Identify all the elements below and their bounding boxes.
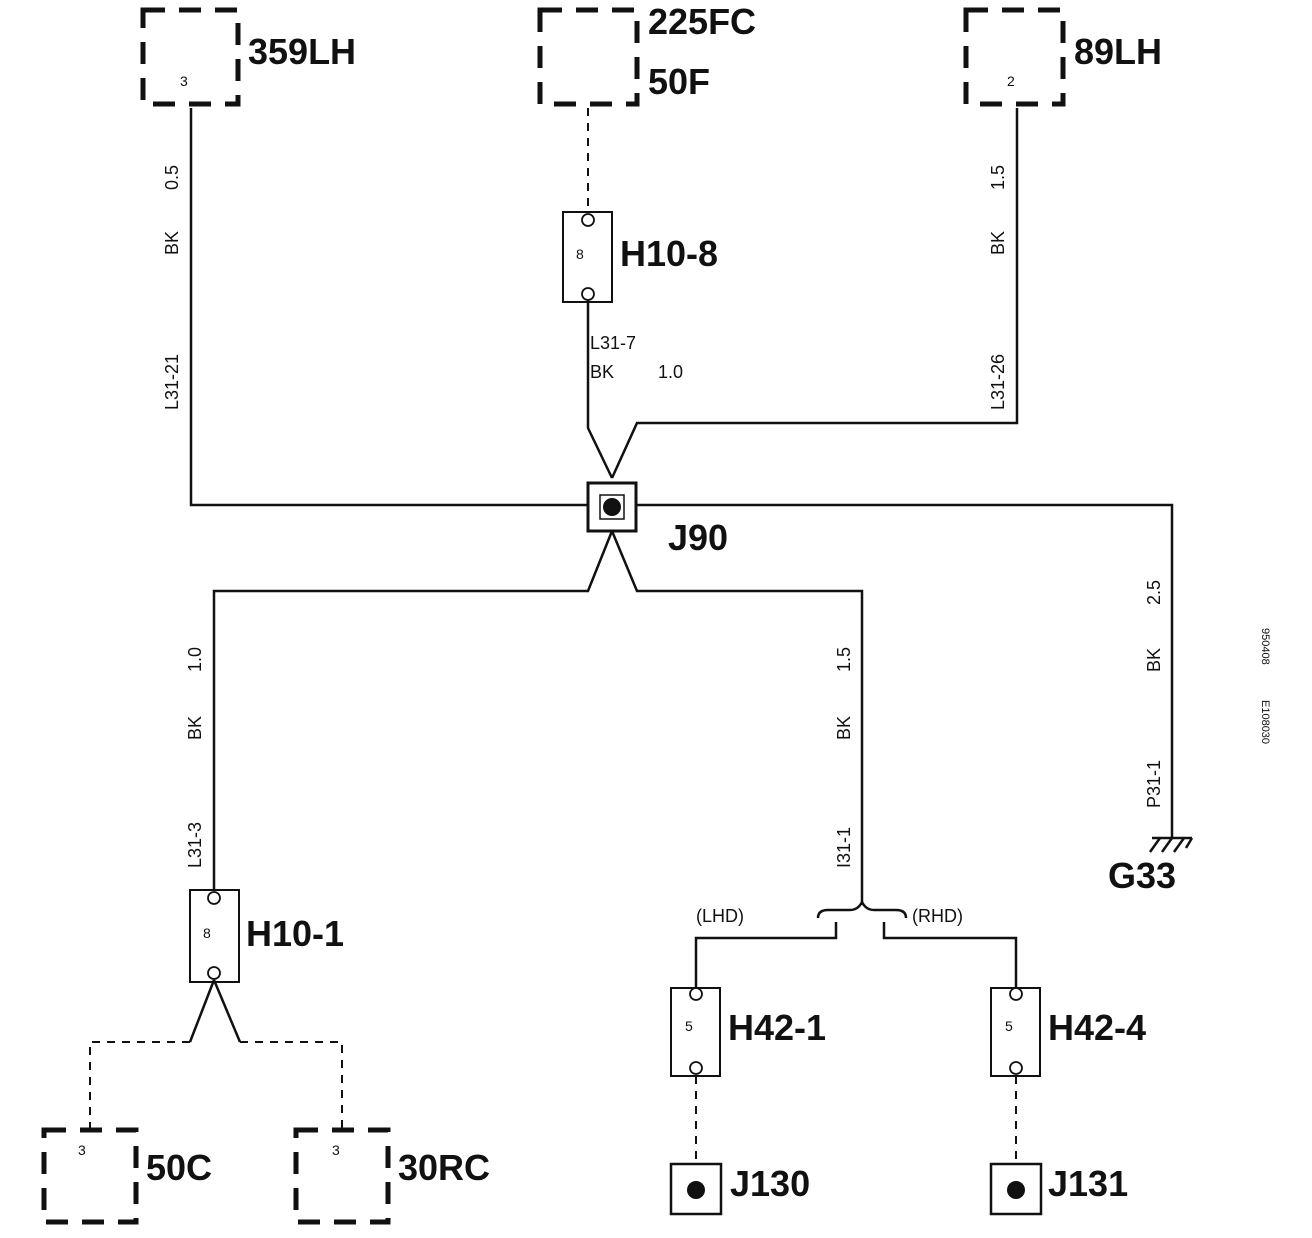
component-30rc-label: 30RC <box>398 1147 490 1188</box>
splice-j131[interactable]: J131 <box>989 1162 1128 1216</box>
wire-l31-7-size: 1.0 <box>658 362 683 382</box>
connector-h42-4[interactable]: 5 H42-4 <box>990 987 1146 1077</box>
wire-30rc-dashed <box>240 1041 343 1128</box>
splice-j131-label: J131 <box>1048 1163 1128 1204</box>
wire-p31-1-size: 2.5 <box>1144 580 1164 605</box>
wire-i31-1-size: 1.5 <box>834 647 854 672</box>
splice-j90-label: J90 <box>668 517 728 558</box>
wire-l31-21-size: 0.5 <box>162 165 182 190</box>
component-225fc-label: 225FC <box>648 1 756 42</box>
margin-code-1: 950408 <box>1259 628 1271 665</box>
wire-h10-1-fork-left <box>188 979 216 1043</box>
wire-l31-21-id: L31-21 <box>162 354 182 410</box>
component-359lh-label: 359LH <box>248 31 356 72</box>
component-359lh[interactable]: 3 359LH <box>140 7 356 107</box>
wire-l31-21 <box>189 108 590 507</box>
component-50c[interactable]: 3 50C <box>41 1127 212 1225</box>
wire-l31-26-size: 1.5 <box>988 165 1008 190</box>
splice-j130[interactable]: J130 <box>669 1162 810 1216</box>
wire-50c-dashed <box>89 1041 190 1128</box>
connector-h10-8-pin: 8 <box>576 246 584 262</box>
component-359lh-pin: 3 <box>180 73 188 89</box>
wire-p31-1 <box>636 503 1174 838</box>
wire-l31-7-color: BK <box>590 362 614 382</box>
wire-h10-1-fork-right <box>212 979 242 1043</box>
component-30rc-pin: 3 <box>332 1142 340 1158</box>
wire-l31-3-id: L31-3 <box>185 822 205 868</box>
option-brace <box>816 899 908 919</box>
connector-h42-1-label: H42-1 <box>728 1007 826 1048</box>
wire-l31-7 <box>586 300 614 479</box>
margin-code-2: E108030 <box>1259 700 1271 744</box>
splice-j130-label: J130 <box>730 1163 810 1204</box>
wire-l31-26-color: BK <box>988 231 1008 255</box>
option-lhd-label: (LHD) <box>696 906 744 926</box>
component-50c-label: 50C <box>146 1147 212 1188</box>
connector-h42-1-pin: 5 <box>685 1018 693 1034</box>
component-225fc[interactable]: 225FC 50F <box>537 1 756 107</box>
connector-h42-4-pin: 5 <box>1005 1018 1013 1034</box>
wire-l31-7-id: L31-7 <box>590 333 636 353</box>
wire-l31-26-id: L31-26 <box>988 354 1008 410</box>
ground-g33-label: G33 <box>1108 855 1176 896</box>
wire-l31-3 <box>212 530 614 890</box>
component-89lh[interactable]: 2 89LH <box>963 7 1162 107</box>
connector-h10-1[interactable]: 8 H10-1 <box>189 889 344 983</box>
option-rhd-label: (RHD) <box>912 906 963 926</box>
wire-lhd-branch <box>694 922 838 988</box>
wire-l31-21-color: BK <box>162 231 182 255</box>
connector-h10-1-label: H10-1 <box>246 913 344 954</box>
component-30rc[interactable]: 3 30RC <box>293 1127 490 1225</box>
splice-j90[interactable]: J90 <box>586 481 728 558</box>
connector-h10-1-pin: 8 <box>203 925 211 941</box>
component-50c-pin: 3 <box>78 1142 86 1158</box>
wire-p31-1-id: P31-1 <box>1144 760 1164 808</box>
wire-l31-26 <box>610 108 1019 479</box>
ground-g33[interactable]: G33 <box>1108 836 1194 896</box>
wire-l31-3-size: 1.0 <box>185 647 205 672</box>
wire-rhd-branch <box>882 922 1018 988</box>
connector-h10-8-label: H10-8 <box>620 233 718 274</box>
connector-h10-8[interactable]: 8 H10-8 <box>562 211 718 303</box>
wire-l31-3-color: BK <box>185 716 205 740</box>
component-89lh-pin: 2 <box>1007 73 1015 89</box>
wire-i31-1-color: BK <box>834 716 854 740</box>
wire-p31-1-color: BK <box>1144 648 1164 672</box>
component-225fc-label2: 50F <box>648 61 710 102</box>
connector-h42-1[interactable]: 5 H42-1 <box>670 987 826 1077</box>
wire-i31-1-id: I31-1 <box>834 827 854 868</box>
component-89lh-label: 89LH <box>1074 31 1162 72</box>
connector-h42-4-label: H42-4 <box>1048 1007 1146 1048</box>
wire-i31-1 <box>610 530 864 905</box>
